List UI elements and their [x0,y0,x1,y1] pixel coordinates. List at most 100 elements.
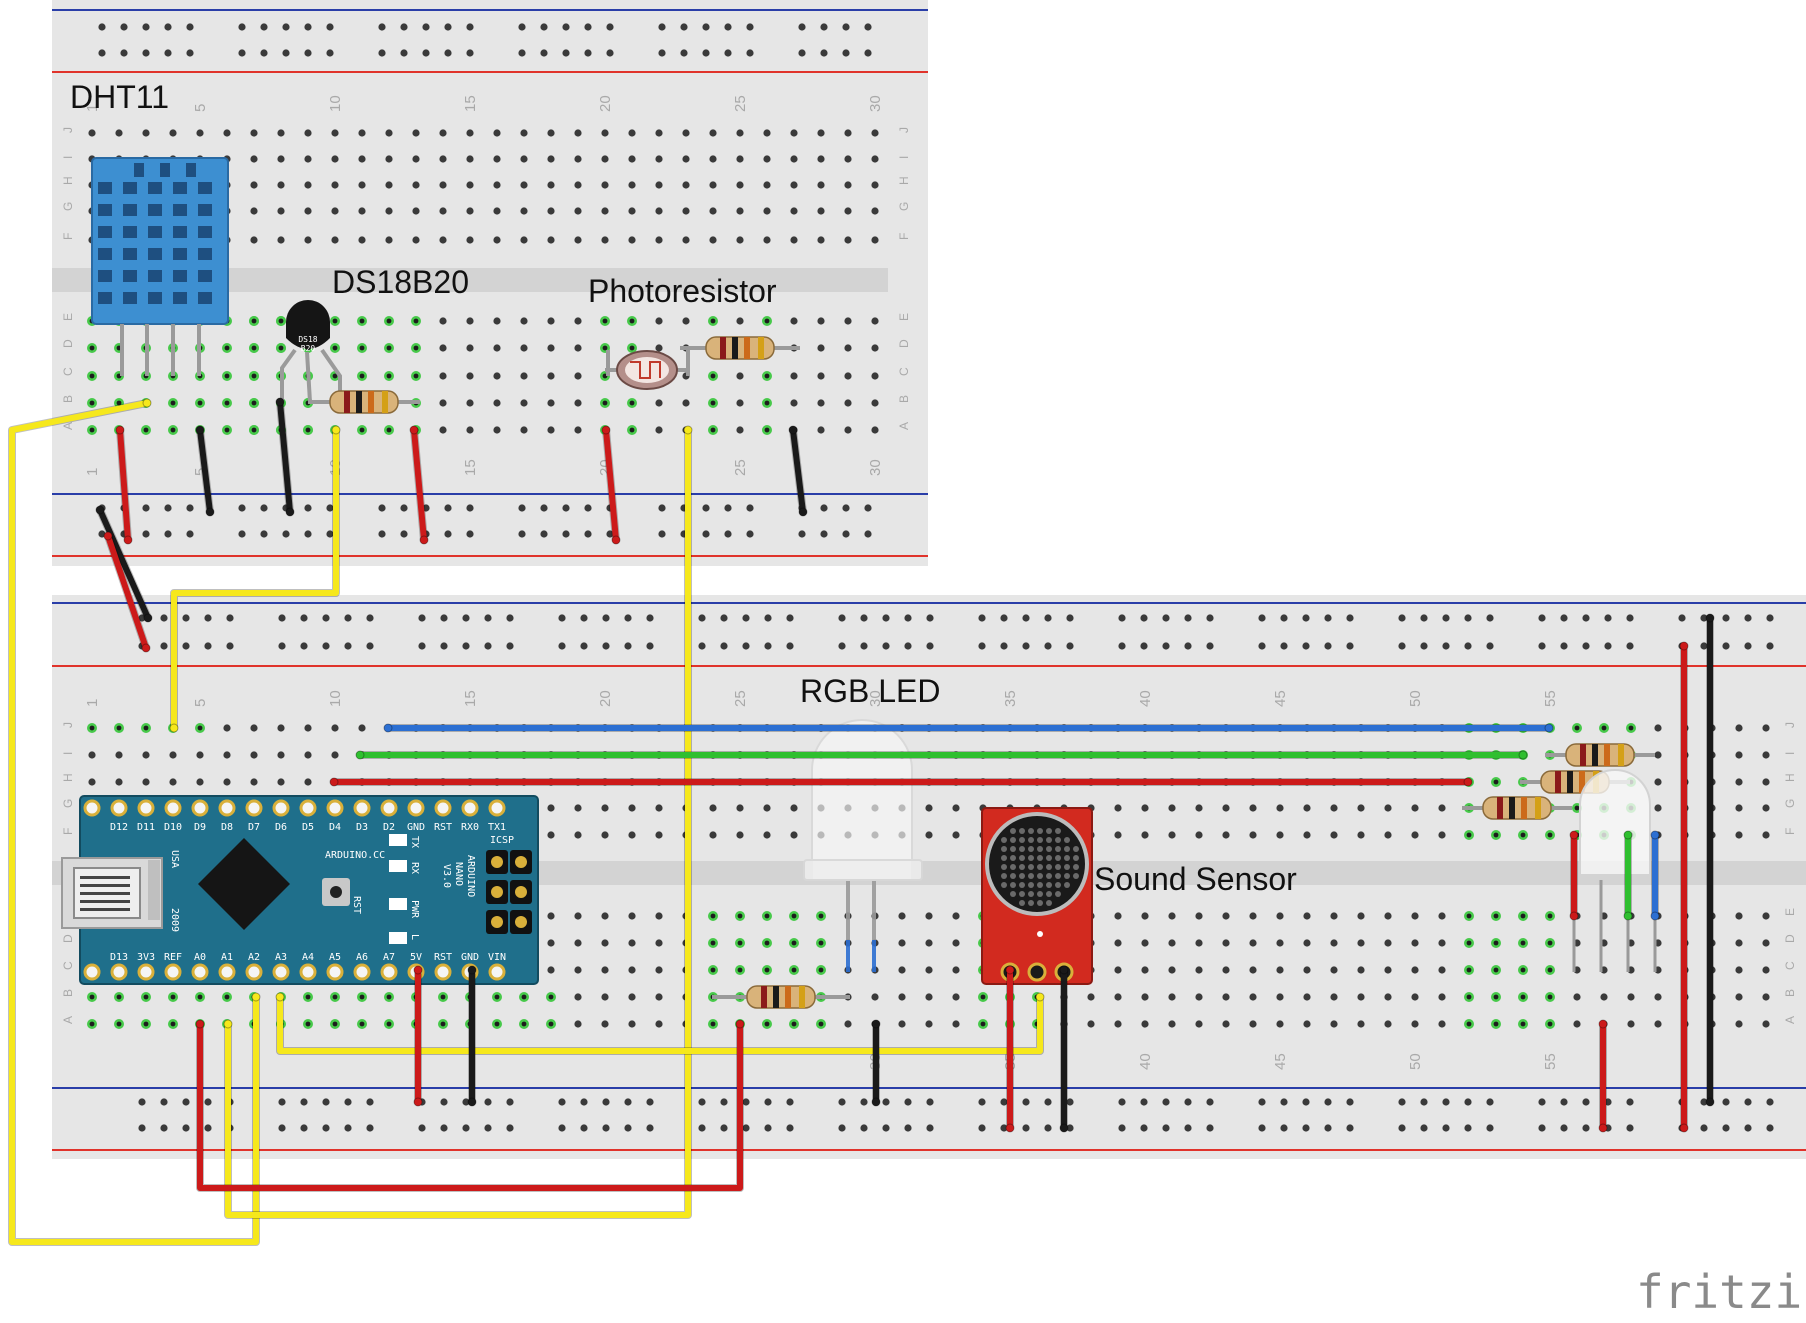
column-label-bottom: 40 [1137,690,1154,707]
row-label: G [1783,799,1797,808]
column-label-top: 5 [192,104,209,112]
column-label-bottom: 15 [462,690,479,707]
row-label: E [897,313,911,321]
row-label: B [61,395,75,403]
nano-bottom-pin-label: GND [461,952,479,963]
column-label-bottom: 45 [1272,690,1289,707]
row-label: H [897,176,911,185]
nano-top-pin-label: RX0 [461,822,479,833]
nano-bottom-pin-label: RST [434,952,452,963]
year-label: 2009 [169,908,180,932]
column-label-bottom-lower: 55 [1542,1053,1559,1070]
column-label-bottom: 30 [867,690,884,707]
jumper-wires [8,397,1715,1246]
row-label: C [61,961,75,970]
row-label: F [61,233,75,240]
row-label: E [61,313,75,321]
ds18b20-label: DS18B20 [332,264,469,300]
row-label: F [61,828,75,835]
row-label: H [61,773,75,782]
nano-top-pin-label: RST [434,822,452,833]
rgb-led-center [803,719,923,972]
row-label: C [897,367,911,376]
fritzing-logo: fritzing [1636,1265,1806,1319]
nano-top-pin-label: D3 [356,822,368,833]
row-label: I [61,156,75,159]
nano-top-pin-label: TX1 [488,822,506,833]
column-label-bottom-lower: 45 [1272,1053,1289,1070]
nano-top-pin-label: D12 [110,822,128,833]
ds18b20-chip-label: DS18 [298,335,317,344]
row-label: G [897,202,911,211]
column-label-bottom: 5 [192,699,209,707]
nano-bottom-pin-label: A7 [383,952,395,963]
column-label-bottom: 20 [597,690,614,707]
rgb-led-label: RGB LED [800,673,940,709]
row-label: J [897,127,911,133]
row-label: D [61,339,75,348]
nano-top-pin-label: D5 [302,822,314,833]
row-label: B [1783,989,1797,997]
svg-text:V3.0: V3.0 [441,864,452,888]
nano-bottom-pin-label: A3 [275,952,287,963]
row-label: A [61,422,75,430]
nano-bottom-pin-label: A0 [194,952,206,963]
row-label: B [61,989,75,997]
power-rail-lines [52,9,1806,1151]
nano-top-pin-label: D8 [221,822,233,833]
nano-top-pin-label: D7 [248,822,260,833]
sound-sensor-label: Sound Sensor [1094,861,1297,897]
nano-bottom-pin-label: 5V [410,952,422,963]
column-label-top-lower: 5 [192,468,209,476]
row-label: D [61,934,75,943]
row-label: H [61,176,75,185]
row-label: I [1783,752,1797,755]
svg-text:B20: B20 [301,344,316,353]
arduino-brand-label: ARDUINO.CC [325,850,385,861]
column-label-bottom: 1 [84,699,101,707]
column-label-bottom: 50 [1407,690,1424,707]
dht11-sensor [91,157,229,376]
photoresistor-label: Photoresistor [588,273,777,309]
row-label: F [897,233,911,240]
row-label: G [61,799,75,808]
row-label: E [1783,908,1797,916]
nano-top-pin-label: D10 [164,822,182,833]
row-label: B [897,395,911,403]
column-label-top-lower: 25 [732,459,749,476]
photoresistor [605,350,690,390]
row-label: F [1783,828,1797,835]
icsp-label: ICSP [490,835,514,846]
row-label: J [61,722,75,728]
nano-led-label: PWR [409,900,420,919]
column-label-top: 10 [327,95,344,112]
dht11-label: DHT11 [70,79,169,115]
column-label-bottom: 10 [327,690,344,707]
row-label: C [1783,961,1797,970]
column-label-bottom: 35 [1002,690,1019,707]
column-label-top: 15 [462,95,479,112]
nano-top-pin-label: D9 [194,822,206,833]
usa-label: USA [169,850,180,868]
column-label-bottom-lower: 40 [1137,1053,1154,1070]
row-label: A [1783,1016,1797,1024]
column-label-top: 20 [597,95,614,112]
nano-top-pin-label: D2 [383,822,395,833]
row-label: D [1783,934,1797,943]
nano-bottom-pin-label: A6 [356,952,368,963]
row-label: G [61,202,75,211]
nano-bottom-pin-label: A4 [302,952,314,963]
sound-sensor [981,807,1093,985]
nano-bottom-pin-label: VIN [488,952,506,963]
nano-name-label: ARDUINO [465,855,476,897]
nano-bottom-pin-label: A2 [248,952,260,963]
nano-top-pin-label: D6 [275,822,287,833]
row-label: C [61,367,75,376]
row-label: J [61,127,75,133]
nano-bottom-pin-label: A5 [329,952,341,963]
column-label-bottom-lower: 50 [1407,1053,1424,1070]
row-label: J [1783,722,1797,728]
column-label-top-lower: 15 [462,459,479,476]
